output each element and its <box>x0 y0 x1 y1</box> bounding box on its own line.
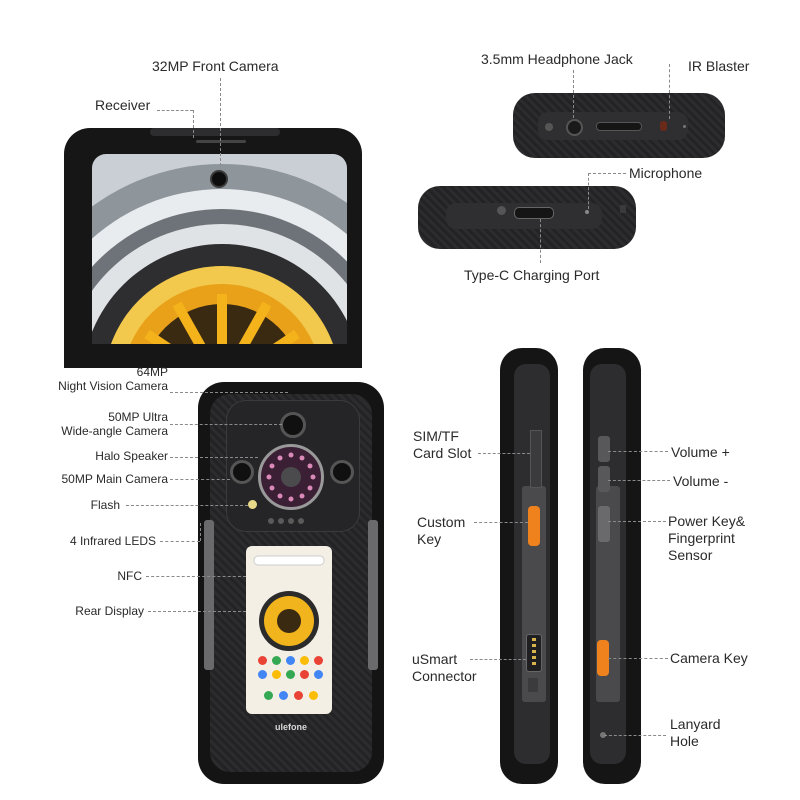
usmart-label: uSmart Connector <box>412 651 477 684</box>
ir-blaster-label: IR Blaster <box>688 58 750 74</box>
ultra-wide-camera-icon <box>230 460 254 484</box>
sim-card-label: SIM/TF Card Slot <box>413 428 472 461</box>
front-camera-icon <box>210 170 228 188</box>
front-screen <box>92 154 347 344</box>
top-screw-icon <box>545 123 553 131</box>
camera-key-icon <box>597 640 609 676</box>
power-key-icon <box>598 506 610 542</box>
front-bumper-top <box>150 128 280 136</box>
top-speaker-grille <box>596 122 642 131</box>
type-c-port-icon <box>514 207 554 219</box>
halo-speaker-icon <box>258 444 324 510</box>
infrared-leds-icon <box>268 518 310 524</box>
flash-icon <box>248 500 257 509</box>
camera-key-label: Camera Key <box>670 650 748 666</box>
custom-key-icon <box>528 506 540 546</box>
microphone-hole-icon <box>585 210 589 214</box>
bottom-screw-icon <box>497 206 506 215</box>
receiver-label: Receiver <box>95 97 151 113</box>
custom-key-label: Custom Key <box>417 514 466 547</box>
power-key-label: Power Key& Fingerprint Sensor <box>668 513 746 563</box>
night-vision-camera-icon <box>280 412 306 438</box>
front-camera-label: 32MP Front Camera <box>152 58 279 74</box>
volume-up-label: Volume + <box>671 444 730 460</box>
halo-speaker-label: Halo Speaker <box>95 449 168 463</box>
type-c-label: Type-C Charging Port <box>464 267 600 283</box>
rear-display-label: Rear Display <box>75 604 144 618</box>
usmart-connector-icon <box>526 634 542 672</box>
ir-blaster-icon <box>660 121 667 131</box>
headphone-jack-icon <box>566 119 583 136</box>
infrared-leds-label: 4 Infrared LEDS <box>69 534 156 548</box>
microphone-label: Microphone <box>629 165 703 181</box>
receiver-slot <box>196 140 246 143</box>
sim-tray-icon <box>530 430 542 488</box>
lanyard-hole-label: Lanyard Hole <box>670 716 721 749</box>
volume-up-icon <box>598 436 610 462</box>
main-camera-icon <box>330 460 354 484</box>
ultra-wide-label: 50MP Ultra Wide-angle Camera <box>61 410 168 438</box>
night-vision-label: 64MP Night Vision Camera <box>58 365 168 393</box>
rear-display <box>246 546 332 714</box>
nfc-label: NFC <box>117 569 142 583</box>
flash-label: Flash <box>90 498 120 512</box>
brand-logo: ulefone <box>274 722 307 732</box>
main-camera-label: 50MP Main Camera <box>61 472 169 486</box>
volume-down-label: Volume - <box>673 473 729 489</box>
volume-down-icon <box>598 466 610 492</box>
headphone-jack-label: 3.5mm Headphone Jack <box>481 51 633 67</box>
lanyard-hole-icon <box>600 732 606 738</box>
